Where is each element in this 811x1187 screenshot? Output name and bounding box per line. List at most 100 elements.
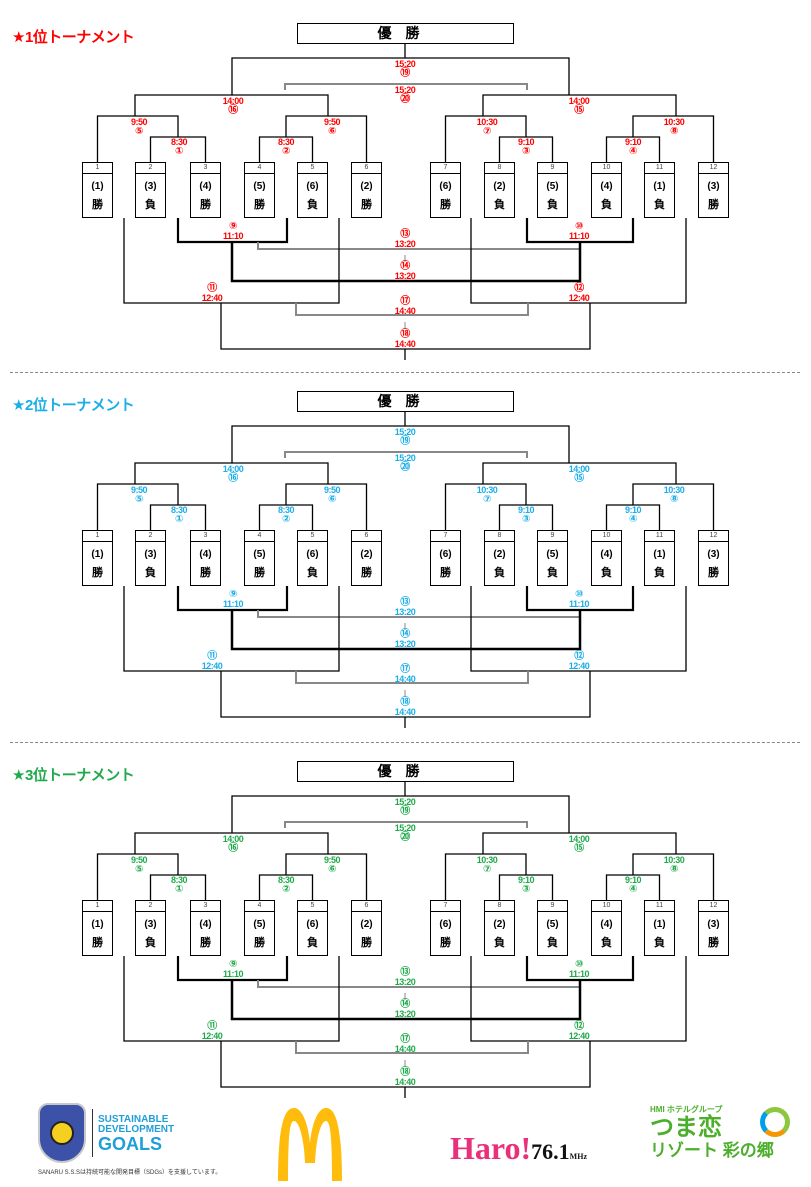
match-time: 11:10	[568, 599, 590, 609]
match-number: ⑬	[400, 967, 410, 978]
match-time: 9:10	[517, 505, 535, 515]
match-time: 9:50	[130, 117, 148, 127]
match-time: 13:20	[394, 607, 416, 617]
result-label: 負	[494, 937, 505, 949]
match-time: 9:50	[130, 855, 148, 865]
seed-label: (5)	[253, 549, 266, 560]
bracket-line-m8	[632, 115, 715, 162]
match-number: ③	[522, 884, 530, 895]
match-time: 14:40	[394, 1044, 416, 1054]
bracket-line-m6	[285, 115, 368, 162]
match-time: 12:40	[568, 661, 590, 671]
result-label: 勝	[200, 199, 211, 211]
sdgs-logo: SUSTAINABLE DEVELOPMENT GOALS SANARU S.S…	[38, 1103, 221, 1177]
match-time: 10:30	[476, 855, 498, 865]
bracket-line-m7	[444, 853, 527, 900]
team-slot: 11(1)負	[644, 162, 675, 218]
seed-label: (6)	[306, 919, 319, 930]
match-time: 11:10	[222, 599, 244, 609]
slot-number: 2	[136, 163, 165, 174]
match-number: ⑳	[400, 94, 410, 105]
bracket-line-m14	[230, 242, 582, 283]
team-slot: 6(2)勝	[351, 162, 382, 218]
match-number: ⑮	[574, 105, 584, 116]
team-slot: 4(5)勝	[244, 162, 275, 218]
match-number: ⑪	[207, 283, 217, 294]
match-number: ⑧	[670, 494, 678, 505]
slot-number: 11	[645, 531, 674, 542]
seed-label: (1)	[653, 181, 666, 192]
match-time: 11:10	[568, 231, 590, 241]
seed-label: (3)	[707, 919, 720, 930]
match-number: ⑨	[229, 959, 237, 970]
match-number: ⑲	[400, 68, 410, 79]
result-label: 勝	[440, 567, 451, 579]
seed-label: (6)	[439, 919, 452, 930]
team-slot: 10(4)負	[591, 900, 622, 956]
bracket-line-m19	[231, 795, 570, 833]
match-time: 8:30	[277, 505, 295, 515]
seed-label: (3)	[144, 919, 157, 930]
seed-label: (6)	[306, 549, 319, 560]
match-number: ⑮	[574, 473, 584, 484]
bracket-line-m17	[295, 1041, 529, 1054]
result-label: 勝	[708, 567, 719, 579]
section-title: ★1位トーナメント	[12, 29, 135, 46]
match-time: 10:30	[476, 485, 498, 495]
club-crest-icon	[38, 1103, 86, 1163]
seed-label: (2)	[493, 919, 506, 930]
match-time: 13:20	[394, 239, 416, 249]
result-label: 勝	[254, 567, 265, 579]
haro-frequency: 76.1	[531, 1139, 570, 1164]
match-number: ⑱	[400, 329, 410, 340]
result-label: 勝	[440, 937, 451, 949]
match-number: ⑮	[574, 843, 584, 854]
team-slot: 12(3)勝	[698, 900, 729, 956]
seed-label: (2)	[360, 549, 373, 560]
slot-number: 4	[245, 531, 274, 542]
match-number: ⑦	[483, 126, 491, 137]
seed-label: (3)	[144, 549, 157, 560]
match-time: 10:30	[663, 855, 685, 865]
bracket-line-m14	[230, 610, 582, 651]
team-slot: 2(3)負	[135, 162, 166, 218]
match-number: ⑤	[135, 126, 143, 137]
logo-separator	[92, 1109, 93, 1157]
bracket-line-m7	[444, 115, 527, 162]
match-time: 11:10	[568, 969, 590, 979]
match-time: 13:20	[394, 1009, 416, 1019]
match-time: 8:30	[170, 137, 188, 147]
result-label: 負	[307, 567, 318, 579]
match-number: ⑤	[135, 494, 143, 505]
result-label: 勝	[361, 567, 372, 579]
result-label: 負	[145, 199, 156, 211]
match-number: ⑰	[400, 1034, 410, 1045]
match-time: 15:20	[394, 797, 416, 807]
slot-number: 1	[83, 531, 112, 542]
match-time: 8:30	[277, 137, 295, 147]
bracket-line-m19	[231, 425, 570, 463]
match-number: ⑬	[400, 597, 410, 608]
slot-number: 7	[431, 163, 460, 174]
match-number: ③	[522, 514, 530, 525]
result-label: 勝	[708, 937, 719, 949]
tsumakoi-group: HMI ホテルグループ	[650, 1105, 723, 1114]
champion-box: 優勝	[297, 391, 514, 412]
match-number: ⑦	[483, 864, 491, 875]
match-time: 9:10	[624, 505, 642, 515]
result-label: 勝	[440, 199, 451, 211]
result-label: 負	[601, 567, 612, 579]
bracket-lines	[96, 412, 715, 728]
